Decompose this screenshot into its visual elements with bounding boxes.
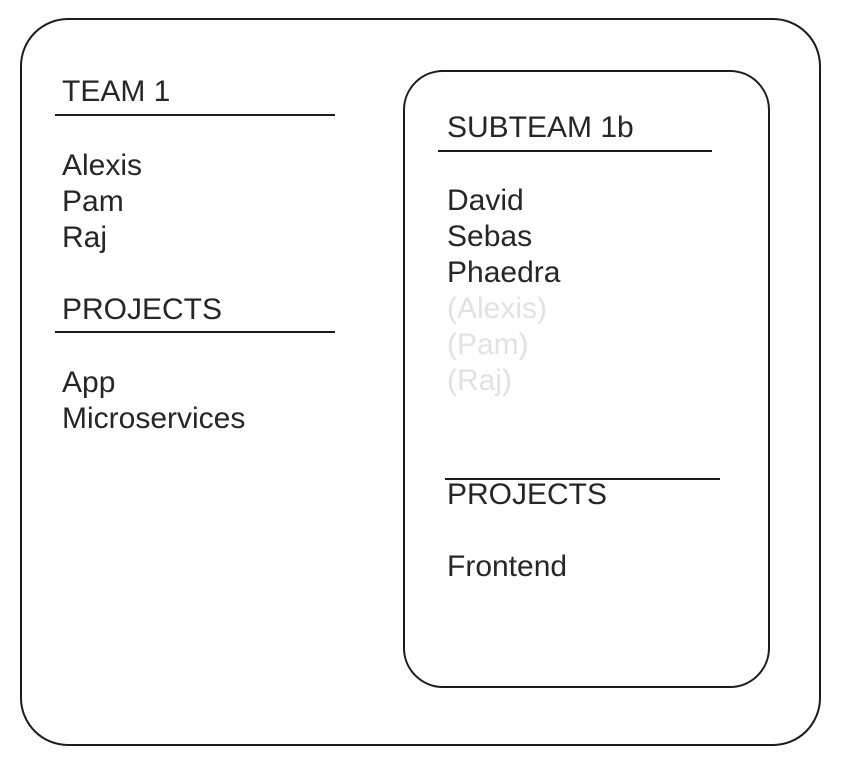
team1-project: Microservices xyxy=(62,402,246,435)
team1-title: TEAM 1 xyxy=(62,75,171,108)
subteam1b-box xyxy=(403,70,770,688)
team1-member: Raj xyxy=(62,221,108,254)
team1-title-underline xyxy=(55,114,335,116)
subteam1b-member: David xyxy=(447,184,524,217)
team1-member: Alexis xyxy=(62,149,143,182)
subteam1b-inherited-member: (Raj) xyxy=(447,364,512,397)
subteam1b-projects-divider xyxy=(445,478,720,480)
subteam1b-inherited-members: (Alexis)(Pam)(Raj) xyxy=(447,291,560,399)
subteam1b-project-list: Frontend xyxy=(447,549,567,585)
team1-member: Pam xyxy=(62,185,124,218)
subteam1b-title-underline xyxy=(438,150,712,152)
subteam1b-inherited-member: (Pam) xyxy=(447,328,529,361)
subteam1b-member: Phaedra xyxy=(447,256,561,289)
team1-projects-heading: PROJECTS xyxy=(62,293,223,326)
subteam1b-project: Frontend xyxy=(447,550,568,583)
subteam1b-projects-heading: PROJECTS xyxy=(447,478,608,511)
team1-project: App xyxy=(62,366,116,399)
subteam1b-title: SUBTEAM 1b xyxy=(447,111,634,144)
subteam1b-inherited-member: (Alexis) xyxy=(447,292,548,325)
team1-projects-underline xyxy=(55,331,335,333)
subteam1b-member: Sebas xyxy=(447,220,533,253)
